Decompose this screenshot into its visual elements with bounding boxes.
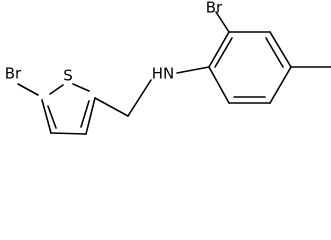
atom-label-amine: HN (152, 65, 175, 83)
atom-label-br-aryl: Br (206, 0, 223, 17)
bond-ar2-br (215, 11, 230, 33)
bond-ar3-ar4 (269, 31, 292, 68)
molecule-canvas: Br S HN Br (5, 0, 331, 135)
atom-label-sulfur: S (63, 67, 73, 85)
chemical-structure-diagram: Br S HN Br (5, 0, 331, 135)
bond-c2-ch2 (94, 97, 129, 117)
atom-label-br-thiophene: Br (5, 65, 22, 83)
bond-ar1-ar2 (208, 31, 230, 68)
bond-c5-s (49, 84, 64, 95)
bond-ar1-ar2-inner (214, 37, 233, 68)
bond-s-c2 (72, 83, 90, 92)
bond-c3-c2-inner (80, 100, 90, 128)
bond-ar4-ar5 (269, 66, 292, 104)
bond-c4-c3 (50, 132, 87, 135)
bond-n-aryl (176, 66, 210, 74)
bond-c4-c4-inner (47, 105, 57, 129)
bond-c5-br (17, 83, 39, 96)
bond-c3-c2 (85, 97, 96, 135)
bond-ch2-n (127, 79, 152, 117)
bond-ar6-ar1 (208, 66, 230, 104)
bond-ar3-ar4-inner (265, 37, 284, 68)
bond-c5-c4 (41, 99, 52, 134)
